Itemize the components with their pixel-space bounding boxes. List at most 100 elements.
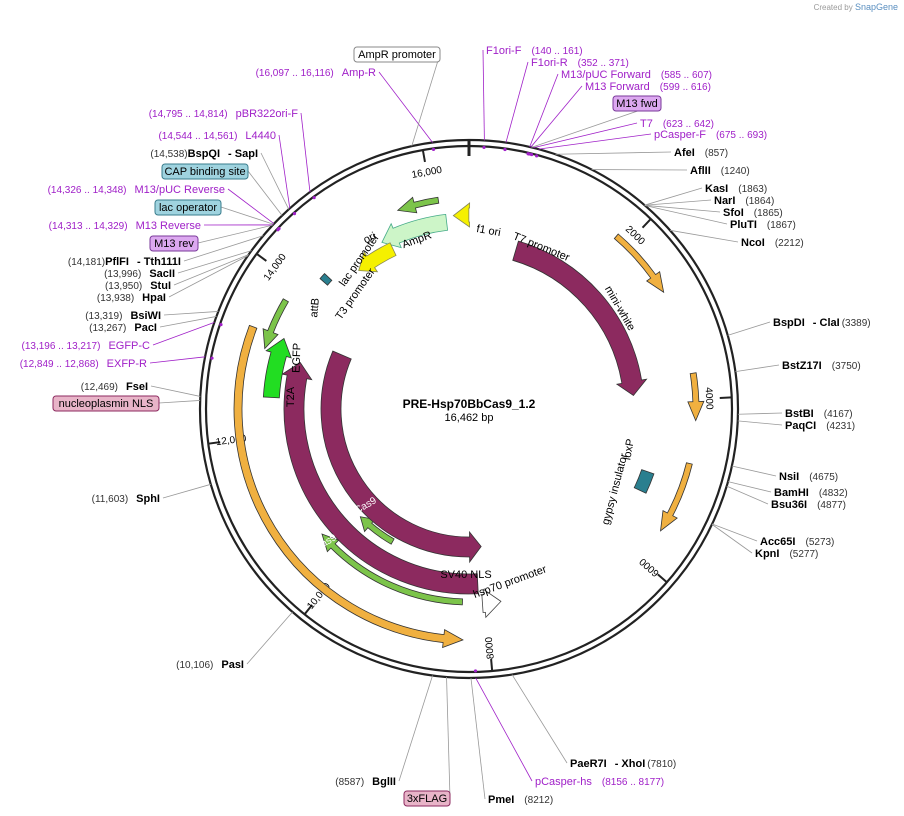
leader-line bbox=[727, 321, 771, 336]
site-position: (1865) bbox=[754, 208, 783, 219]
site-label-l4: BspQI- SapI(14,538) bbox=[150, 148, 258, 160]
site-label-r17: PaqCI(4231) bbox=[785, 420, 855, 432]
site-name: PluTI bbox=[730, 219, 757, 231]
leader-line bbox=[726, 485, 769, 505]
backbone-tick-label: 16,000 bbox=[411, 165, 443, 181]
primer-mark bbox=[292, 211, 297, 216]
site-position: (1864) bbox=[745, 196, 774, 207]
feature-label-ori: ori bbox=[362, 230, 378, 246]
site-label-r6: pCasper-F(675 .. 693) bbox=[654, 129, 767, 141]
site-position: (12,849 .. 12,868) bbox=[20, 359, 99, 370]
primer-mark bbox=[535, 154, 539, 158]
cas9-orange-outer bbox=[233, 324, 464, 649]
leader-line bbox=[278, 134, 291, 209]
primer-mark bbox=[529, 152, 534, 157]
leader-line bbox=[411, 53, 441, 147]
site-name: M13 Forward bbox=[585, 81, 650, 93]
leader-line bbox=[555, 151, 672, 155]
credit-prefix: Created by bbox=[813, 3, 853, 12]
site-position: (14,544 .. 14,561) bbox=[158, 131, 237, 142]
leader-line bbox=[300, 112, 311, 193]
site-position: (4832) bbox=[819, 488, 848, 499]
site-label-l14: EXFP-R(12,849 .. 12,868) bbox=[20, 358, 147, 370]
site-position: (8212) bbox=[524, 795, 553, 806]
plasmid-size: 16,462 bp bbox=[445, 412, 494, 424]
backbone-tick bbox=[641, 218, 652, 229]
site-name: NsiI bbox=[779, 471, 799, 483]
site-name: BstZ17I bbox=[782, 360, 822, 372]
site-position: (14,181) bbox=[68, 257, 105, 268]
site-name: PaqCI bbox=[785, 420, 816, 432]
site-name: AflII bbox=[690, 165, 711, 177]
backbone-tick bbox=[490, 658, 494, 672]
site-name: SphI bbox=[136, 493, 160, 505]
credit-brand: SnapGene bbox=[854, 2, 898, 12]
backbone-tick-label: 4000 bbox=[703, 387, 715, 410]
leader-line bbox=[163, 311, 219, 316]
site-label-r3: M13/pUC Forward(585 .. 607) bbox=[561, 69, 712, 81]
site-position: (14,326 .. 14,348) bbox=[48, 185, 127, 196]
leader-line bbox=[511, 674, 568, 764]
miniwhite-orange-2 bbox=[687, 372, 705, 422]
site-position: (13,938) bbox=[97, 293, 134, 304]
site-name: NcoI bbox=[741, 237, 765, 249]
site-position: (4877) bbox=[817, 500, 846, 511]
primer-mark bbox=[482, 145, 486, 150]
ampr-arrow bbox=[381, 213, 449, 249]
site-position: (2212) bbox=[775, 238, 804, 249]
site-position: (16,097 .. 16,116) bbox=[256, 68, 334, 79]
site-position: (585 .. 607) bbox=[661, 70, 712, 81]
site-position: (14,313 .. 14,329) bbox=[49, 221, 128, 232]
plasmid-name: PRE-Hsp70BbCas9_1.2 bbox=[403, 397, 536, 411]
hsp70-arrow bbox=[481, 588, 502, 619]
box-m13-fwd: M13 fwd bbox=[616, 98, 658, 110]
site-label-l12: PacI(13,267) bbox=[89, 322, 157, 334]
feature-label-t2a: T2A bbox=[285, 386, 297, 407]
site-name: BsiWI bbox=[130, 310, 161, 322]
site-label-l18: BglII(8587) bbox=[335, 776, 396, 788]
site-label-l10: HpaI(13,938) bbox=[97, 292, 166, 304]
site-name: T7 bbox=[640, 118, 653, 130]
site-name: BglII bbox=[372, 776, 396, 788]
leader-line bbox=[533, 122, 638, 149]
box-3xflag: 3xFLAG bbox=[407, 793, 447, 805]
site-position: (13,319) bbox=[85, 311, 122, 322]
cas9-inner bbox=[320, 350, 482, 564]
leader-line bbox=[168, 255, 249, 298]
site-label-r2: F1ori-R (352 .. 371) bbox=[531, 57, 629, 69]
left-site-labels: Amp-R(16,097 .. 16,116)pBR322ori-F(14,79… bbox=[20, 67, 396, 788]
features bbox=[233, 196, 705, 649]
site-position: (5273) bbox=[805, 537, 834, 548]
site-name: F1ori-R bbox=[531, 57, 568, 69]
site-name: SfoI bbox=[723, 207, 744, 219]
site-position: (352 .. 371) bbox=[578, 58, 629, 69]
leader-line bbox=[152, 321, 215, 346]
leader-line bbox=[644, 199, 712, 206]
primer-mark bbox=[219, 322, 223, 327]
leader-line bbox=[727, 481, 772, 493]
backbone-tick bbox=[657, 573, 668, 584]
feature-label-f1ori: f1 ori bbox=[475, 223, 501, 239]
leader-line bbox=[737, 420, 783, 426]
leader-line bbox=[247, 170, 283, 216]
primer-mark bbox=[312, 196, 316, 200]
site-label-l16: SphI(11,603) bbox=[92, 493, 160, 505]
backbone-tick bbox=[208, 441, 221, 445]
site-label-r19: BamHI (4832) bbox=[774, 487, 848, 499]
primer-mark bbox=[431, 147, 436, 152]
site-label-r7: AfeI(857) bbox=[674, 147, 728, 159]
leader-line bbox=[149, 356, 206, 364]
site-name: BspDI- ClaI bbox=[773, 317, 840, 329]
site-label-r23: PaeR7I- XhoI(7810) bbox=[570, 758, 676, 770]
leader-lines bbox=[149, 49, 783, 800]
site-name: BamHI bbox=[774, 487, 809, 499]
backbone-tick bbox=[719, 396, 732, 399]
site-position: (623 .. 642) bbox=[663, 119, 714, 130]
leader-line bbox=[183, 235, 264, 262]
site-label-r25: PmeI(8212) bbox=[488, 794, 553, 806]
site-name: PasI bbox=[221, 659, 244, 671]
site-position: (7810) bbox=[647, 759, 676, 770]
miniwhite-arrow bbox=[512, 240, 648, 396]
leader-line bbox=[158, 400, 201, 404]
